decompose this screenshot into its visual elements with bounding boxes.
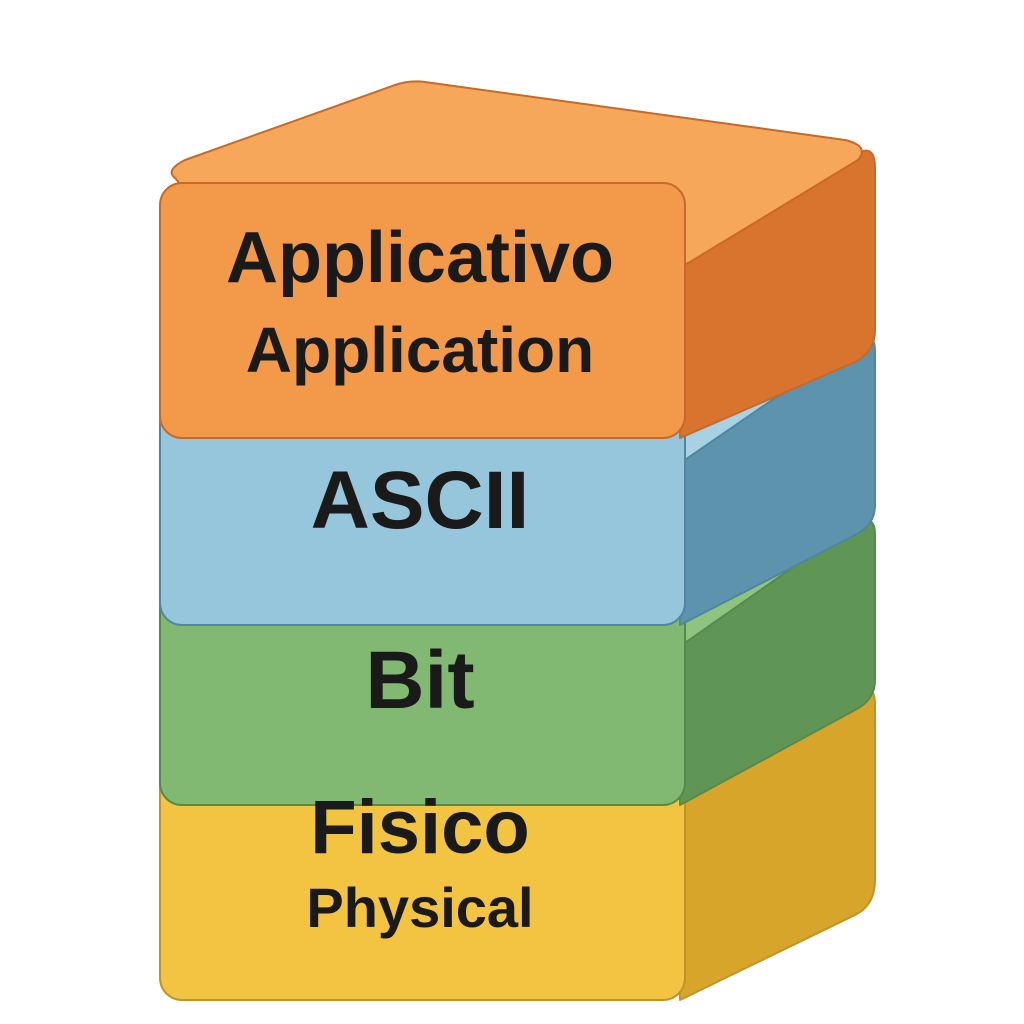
- layer-physical-primary-label: Fisico: [310, 785, 530, 870]
- layer-application-block: [159, 80, 876, 439]
- layer-physical-secondary-label: Physical: [306, 876, 534, 939]
- layer-application-front: [159, 182, 686, 439]
- layer-application-secondary-label: Application: [245, 314, 595, 386]
- layer-ascii-primary-label: ASCII: [310, 455, 530, 546]
- layer-application-primary-label: Applicativo: [225, 218, 615, 298]
- layer-application-side: [679, 149, 876, 439]
- layer-bit-primary-label: Bit: [365, 635, 475, 726]
